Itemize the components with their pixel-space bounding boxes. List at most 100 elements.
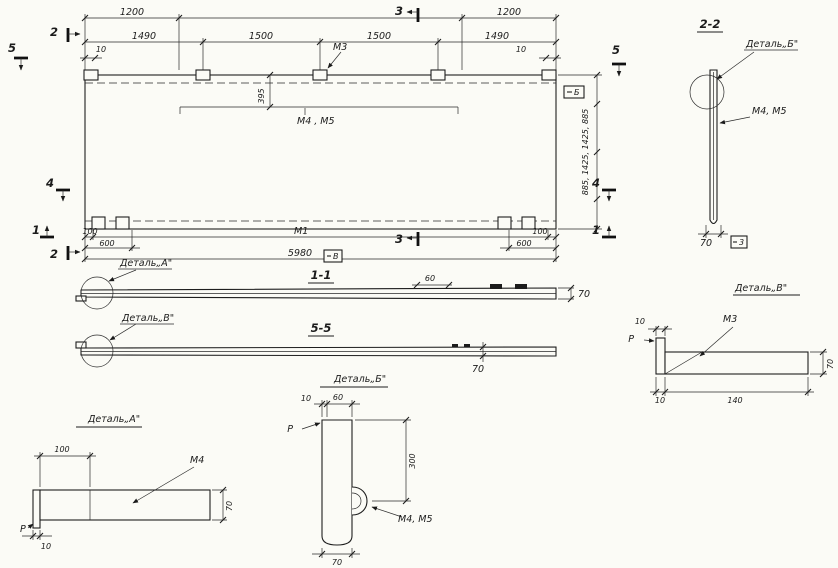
section-5-5-mark-2 xyxy=(464,344,470,347)
mark-m4-detail-a: М4 xyxy=(190,455,204,466)
detail-b-shape xyxy=(321,419,368,546)
mark-m1: М1 xyxy=(294,226,308,237)
dim-10-detail-v: 10 xyxy=(655,396,665,405)
dim-1200-right: 1200 xyxy=(497,7,521,18)
detail-v-leader xyxy=(109,323,137,341)
detail-b-title: Деталь„Б" xyxy=(333,374,386,385)
dim-60: 60 xyxy=(425,274,435,283)
radius-leader-detail-b xyxy=(301,422,321,430)
m3-leader-detail-v xyxy=(699,326,734,357)
dim-right-chain: 885, 1425, 1425, 885 xyxy=(581,109,590,196)
cut-5-left-label: 5 xyxy=(8,41,16,55)
flag-v-label: В xyxy=(333,252,339,261)
dim-70-s22: 70 xyxy=(700,238,712,249)
section-5-5-dims xyxy=(479,342,487,362)
flag-3-label: 3 xyxy=(739,238,744,247)
section-1-1-dims xyxy=(412,281,575,303)
detail-a-leader xyxy=(108,269,137,282)
section-5-5-tab xyxy=(75,341,87,349)
dim-140-detail-v: 140 xyxy=(727,396,742,405)
dim-1500-1: 1500 xyxy=(249,31,273,42)
detail-b-view: Деталь„Б" 10 60 300 М4, М5 70 Р xyxy=(287,374,432,567)
dim-1500-2: 1500 xyxy=(367,31,391,42)
dim-10-detail-b: 10 xyxy=(301,394,311,403)
dim-100-detail-a: 100 xyxy=(54,445,69,454)
radius-mark-detail-v: Р xyxy=(628,334,634,345)
m4-m5-leader-detail-b xyxy=(371,506,403,518)
dim-10-top-detail-v: 10 xyxy=(635,317,645,326)
section-1-1: 1-1 60 70 xyxy=(75,268,590,310)
radius-leader-detail-v xyxy=(643,338,655,343)
dim-1490-1: 1490 xyxy=(132,31,156,42)
detail-a-view: Деталь„А" 100 М4 70 10 Р xyxy=(20,414,234,551)
cut-view-arrows xyxy=(18,9,622,255)
callout-detail-b-label: Деталь„Б" xyxy=(745,39,798,50)
cut-2-bottom-label: 2 xyxy=(50,247,58,261)
mark-m4-m5-detail-b: М4, М5 xyxy=(398,514,433,525)
detail-b-callout-circle xyxy=(689,74,725,110)
dim-100-right: 100 xyxy=(532,227,547,236)
cut-1-left-label: 1 xyxy=(32,223,40,237)
detail-a-callout-circle xyxy=(80,276,114,310)
dim-70-detail-b: 70 xyxy=(332,558,342,567)
dim-70-detail-a: 70 xyxy=(225,501,234,511)
section-1-1-plate-1 xyxy=(490,284,502,289)
detail-v-title: Деталь„В" xyxy=(734,283,787,294)
cut-3-top-label: 3 xyxy=(395,4,403,18)
cut-5-right-label: 5 xyxy=(612,43,620,57)
dim-70-s55: 70 xyxy=(472,364,484,375)
section-5-5-mark-1 xyxy=(452,344,458,347)
detail-a-title: Деталь„А" xyxy=(87,414,140,425)
cut-2-top-label: 2 xyxy=(50,25,58,39)
cut-3-bottom-label: 3 xyxy=(395,232,403,246)
dim-300-detail-b: 300 xyxy=(408,453,417,468)
dim-100-left: 100 xyxy=(82,227,97,236)
dim-10-right: 10 xyxy=(516,45,526,54)
plan-view: Б В 1200 1200 1490 1500 1500 1490 10 10 … xyxy=(8,4,626,282)
cut-1-right-label: 1 xyxy=(592,223,600,237)
dim-1490-2: 1490 xyxy=(485,31,509,42)
section-5-5-title: 5-5 xyxy=(311,321,332,335)
flag-v-box: В xyxy=(323,249,343,263)
panel-outline xyxy=(84,74,557,230)
detail-a-dims xyxy=(22,452,227,540)
cut-4-left-label: 4 xyxy=(45,176,54,190)
section-2-2-dims xyxy=(698,225,728,238)
detail-v-callout-circle xyxy=(80,334,114,368)
dim-10-left: 10 xyxy=(96,45,106,54)
detail-v-shape xyxy=(655,337,809,375)
dim-10-detail-a: 10 xyxy=(41,542,51,551)
panel-hidden-lines xyxy=(85,82,556,222)
m4-m5-leader-s22 xyxy=(719,116,751,125)
flag-3-box: 3 xyxy=(730,235,748,249)
bottom-anchor-plates xyxy=(91,216,536,230)
detail-a-shape xyxy=(32,489,211,529)
detail-b-dims xyxy=(312,400,411,558)
dim-600-right: 600 xyxy=(516,239,531,248)
radius-leader-detail-a xyxy=(27,523,34,529)
section-5-5: 5-5 Деталь„В" 70 xyxy=(75,313,557,375)
dim-395: 395 xyxy=(257,88,266,103)
radius-mark-detail-a: Р xyxy=(20,524,26,535)
flag-b-label: Б xyxy=(574,88,580,97)
mark-m4-m5-s22: М4, М5 xyxy=(752,106,787,117)
dim-5980: 5980 xyxy=(288,248,312,259)
section-2-2: 2-2 3 Деталь„Б" М4, М5 70 xyxy=(689,17,798,249)
dim-600-left: 600 xyxy=(99,239,114,248)
detail-v-view: Деталь„В" 10 М3 Р 10 140 70 xyxy=(628,283,835,405)
section-1-1-plate-2 xyxy=(515,284,527,289)
section-1-1-title: 1-1 xyxy=(311,268,332,282)
cut-4-right-label: 4 xyxy=(591,176,600,190)
radius-mark-detail-b: Р xyxy=(287,424,293,435)
mark-m4-m5: М4 , М5 xyxy=(297,116,335,127)
callout-detail-v-label: Деталь„В" xyxy=(121,313,174,324)
flag-b-box: Б xyxy=(563,85,585,99)
plan-dimension-lines xyxy=(80,14,602,263)
detail-v-dims xyxy=(648,325,827,396)
section-2-2-title: 2-2 xyxy=(700,17,721,31)
detail-b-leader xyxy=(716,51,755,80)
m3-leader xyxy=(327,51,342,69)
dim-60-detail-b: 60 xyxy=(333,393,343,402)
